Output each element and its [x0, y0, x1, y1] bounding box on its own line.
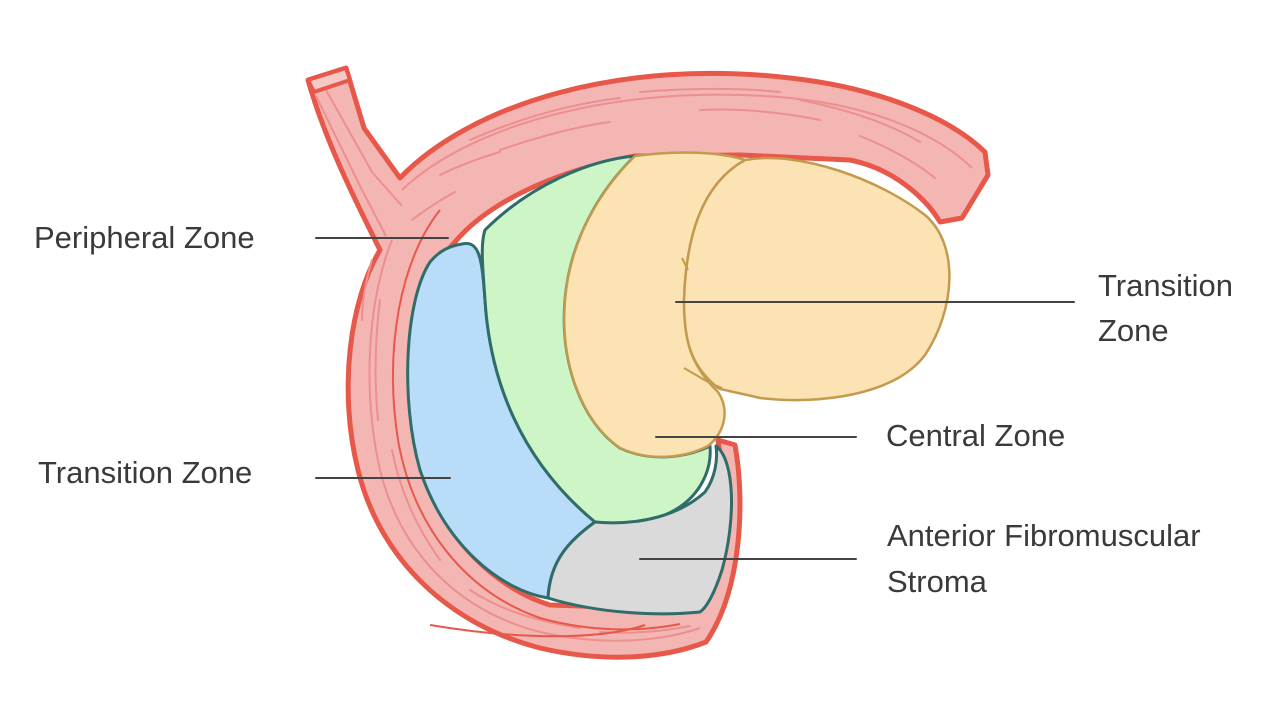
outer-capsule	[305, 65, 991, 660]
prostate-wall	[305, 65, 991, 660]
wall-striations	[361, 88, 936, 634]
label-afms-line2: Stroma	[887, 564, 988, 599]
label-transition-zone-right-line2: Zone	[1098, 313, 1169, 348]
label-transition-zone-right-line1: Transition	[1098, 268, 1233, 303]
label-transition-zone-left: Transition Zone	[38, 455, 252, 490]
inner-wall-edge	[401, 93, 973, 191]
yellow-zone-right-lobe	[682, 156, 951, 402]
inner-wall-edge-left	[368, 239, 701, 642]
urethra-channel	[325, 89, 403, 207]
labels: Peripheral Zone Transition Zone Transiti…	[34, 220, 1233, 599]
gray-zone	[546, 444, 733, 616]
inner-lining	[392, 209, 681, 631]
label-afms-line1: Anterior Fibromuscular	[887, 518, 1201, 553]
inner-lining-cap	[429, 624, 646, 638]
leader-lines	[315, 237, 1075, 560]
urethra-channel-2	[315, 95, 387, 237]
urethra-tube	[306, 66, 352, 94]
yellow-zone-notch-2	[681, 257, 689, 271]
wall-end-cap	[939, 151, 991, 224]
yellow-zone-notch	[683, 367, 723, 389]
label-central-zone: Central Zone	[886, 418, 1065, 453]
label-peripheral-zone: Peripheral Zone	[34, 220, 255, 255]
yellow-zone	[563, 151, 951, 459]
